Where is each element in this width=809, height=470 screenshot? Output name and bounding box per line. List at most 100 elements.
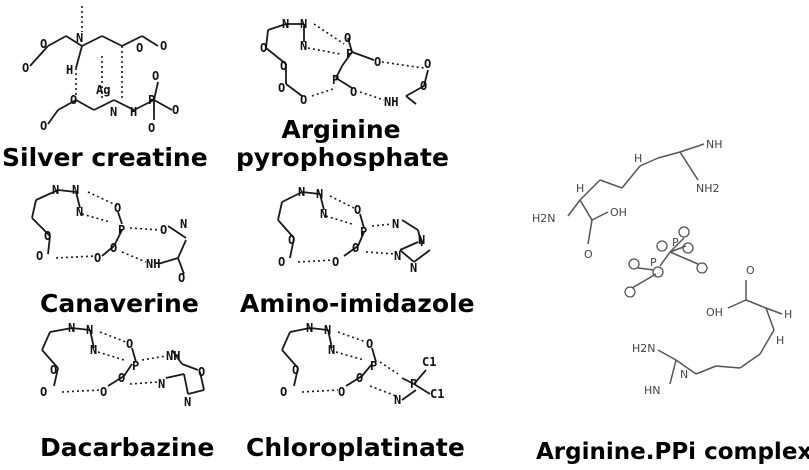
atom-n-dc-2: N	[86, 323, 93, 337]
atom-o-2: O	[22, 61, 29, 75]
atom-n-ai-4: N	[392, 217, 399, 231]
label-canaverine: Canaverine	[40, 289, 199, 318]
atom-nh-cv: NH	[146, 257, 160, 271]
atom-o-dc-4: O	[40, 385, 47, 399]
atom-o-cv-3: O	[44, 229, 51, 243]
atom-n-ap-1: N	[282, 17, 289, 31]
atom-n-cv-4: N	[180, 217, 187, 231]
atom-o-8: O	[148, 121, 155, 135]
ppi-oxygen-4	[678, 226, 690, 238]
atom-n-ai-1: N	[298, 185, 305, 199]
atom-nh-ap: NH	[384, 95, 398, 109]
atom-o-cv-5: O	[94, 251, 101, 265]
atom-hn-lower: HN	[644, 384, 661, 397]
label-arginine-ppi-complex: Arginine.PPi complex	[536, 439, 809, 465]
atom-o-cv-1: O	[114, 201, 121, 215]
ppi-oxygen-6	[696, 262, 708, 274]
atom-o-5: O	[70, 93, 77, 107]
atom-oh-upper: OH	[610, 206, 627, 219]
atom-o-upper: O	[584, 248, 593, 261]
atom-o-ai-3: O	[278, 255, 285, 269]
atom-n-ai-5: N	[418, 233, 425, 247]
atom-o-ai-2: O	[288, 233, 295, 247]
atom-oh-lower: OH	[706, 306, 723, 319]
atom-n-ai-3: N	[320, 207, 327, 221]
atom-h-lower: H	[776, 334, 784, 347]
atom-n-cv-3: N	[76, 205, 83, 219]
atom-h-upper-2: H	[634, 152, 642, 165]
atom-n-cp-4: N	[394, 393, 401, 407]
atom-n-dc-5: N	[184, 395, 191, 409]
atom-o-ap-5: O	[280, 59, 287, 73]
atom-cl-cp-1: C1	[422, 355, 436, 369]
atom-o-cv-2: O	[160, 223, 167, 237]
atom-n-cv-2: N	[72, 183, 79, 197]
atom-n-cp-2: N	[324, 323, 331, 337]
atom-p-cv-1: P	[118, 223, 125, 237]
atom-o-dc-6: O	[118, 371, 125, 385]
atom-nh2-upper: NH2	[696, 182, 720, 195]
atom-nh-upper: NH	[706, 138, 723, 151]
label-arginine: Arginine	[281, 115, 401, 144]
atom-o-ap-1: O	[260, 41, 267, 55]
atom-n-1: N	[76, 31, 83, 45]
atom-o-9: O	[40, 119, 47, 133]
arginine-pyrophosphate-structure: O N N N O P O O O O O P O NH O	[260, 17, 431, 109]
amino-imidazole-structure: N N N O P N N O O O O N N	[277, 185, 431, 275]
atom-ag: Ag	[96, 83, 110, 97]
atom-o-ap-3: O	[374, 55, 381, 69]
atom-o-cv-6: O	[110, 241, 117, 255]
atom-n-ap-3: N	[300, 39, 307, 53]
atom-h-upper: H	[576, 182, 584, 195]
atom-p-ppi-1: P	[650, 256, 657, 269]
atom-o-cp-4: O	[338, 385, 345, 399]
atom-n-ai-6: N	[394, 249, 401, 263]
canaverine-structure: N N N O P O N O O O O NH O	[31, 183, 187, 285]
atom-p-dc-1: P	[132, 359, 139, 373]
atom-o-lower: O	[746, 264, 755, 277]
atom-o-ap-4: O	[424, 57, 431, 71]
atom-o-ai-1: O	[354, 203, 361, 217]
atom-cl-cp-2: C1	[430, 387, 444, 401]
atom-o-dc-2: O	[198, 365, 205, 379]
atom-n-dc-4: N	[158, 377, 165, 391]
atom-o-3: O	[136, 41, 143, 55]
silver-creatine-structure: O O N H Ag O O O N H P O O O O	[22, 6, 179, 135]
chloroplatinate-structure: N N N O P P C1 C1 O O O O N	[280, 321, 444, 407]
atom-h-1: H	[66, 63, 73, 77]
arginine-ppi-complex-structure: H H2N OH O H NH NH2 P P O	[532, 138, 792, 397]
atom-o-ap-9: O	[420, 79, 427, 93]
atom-p-ap-1: P	[346, 47, 353, 61]
atom-n-ap-2: N	[300, 17, 307, 31]
ppi-oxygen-3	[624, 286, 636, 298]
dacarbazine-structure: N N N O P NH O O O O O N N	[40, 321, 205, 409]
atom-o-cp-1: O	[366, 337, 373, 351]
atom-o-ap-7: O	[300, 93, 307, 107]
atom-p-1: P	[148, 93, 155, 107]
label-dacarbazine: Dacarbazine	[40, 433, 215, 462]
atom-p-ai-1: P	[360, 225, 367, 239]
atom-o-cv-4: O	[36, 249, 43, 263]
atom-o-ap-2: O	[344, 31, 351, 45]
atom-o-cv-7: O	[178, 271, 185, 285]
atom-n-cp-3: N	[328, 343, 335, 357]
atom-o-dc-1: O	[126, 337, 133, 351]
atom-n-ai-7: N	[410, 261, 417, 275]
atom-nh-dc-1: NH	[166, 349, 180, 363]
atom-o-cp-5: O	[356, 371, 363, 385]
atom-pt-cp: P	[410, 377, 417, 391]
atom-o-4: O	[160, 39, 167, 53]
atom-h2n-upper: H2N	[532, 212, 556, 225]
atom-o-ai-4: O	[332, 255, 339, 269]
atom-n-ai-2: N	[316, 187, 323, 201]
atom-o-ap-8: O	[350, 85, 357, 99]
atom-h2n-lower: H2N	[632, 342, 656, 355]
atom-n-dc-3: N	[90, 343, 97, 357]
atom-o-cp-2: O	[292, 363, 299, 377]
ppi-oxygen-7	[656, 240, 668, 252]
label-pyrophosphate: pyrophosphate	[236, 143, 449, 172]
atom-p-ppi-2: P	[672, 236, 679, 249]
atom-n-cp-1: N	[306, 321, 313, 335]
atom-o-7: O	[172, 103, 179, 117]
